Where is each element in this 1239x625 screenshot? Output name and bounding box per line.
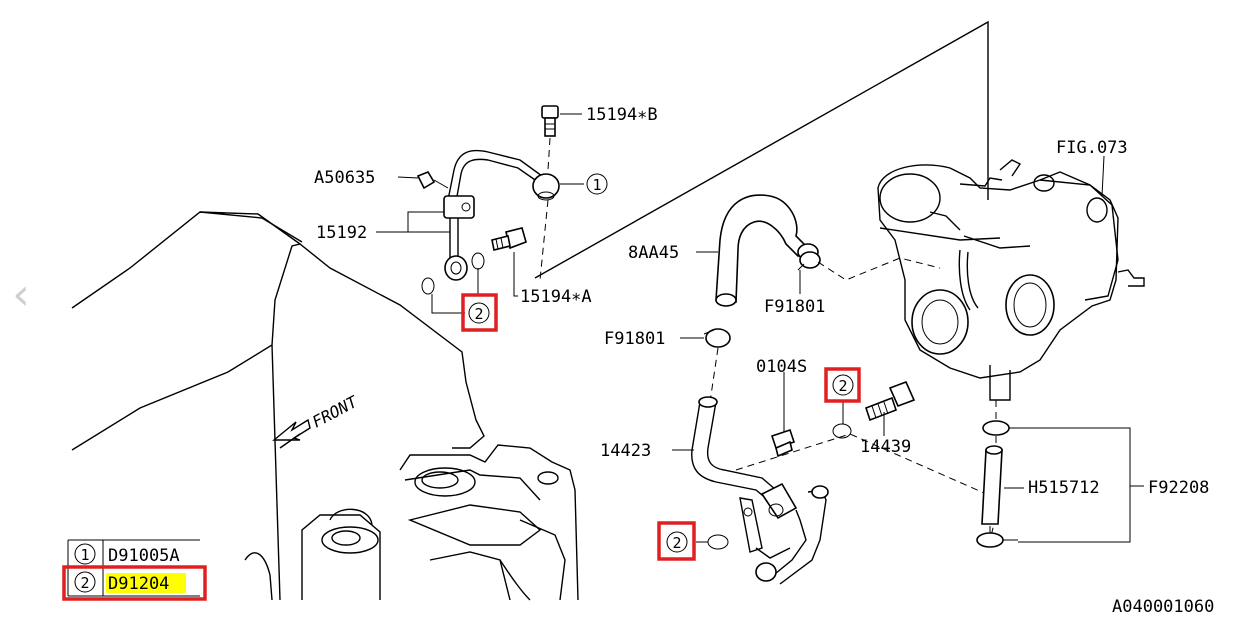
gasket-ring-center (832, 423, 852, 439)
label-h515712: H515712 (1028, 478, 1100, 498)
bolt-15194a (491, 227, 527, 251)
legend-number: 2 (80, 574, 89, 592)
callout-2-number: 2 (838, 377, 847, 395)
label-15192: 15192 (316, 223, 367, 243)
label-14439: 14439 (860, 437, 911, 457)
label-f92208: F92208 (1148, 478, 1209, 498)
clamp-f91801-lower (703, 328, 731, 348)
gasket-ring-lower (707, 534, 729, 550)
legend-code: D91204 (108, 574, 169, 594)
gasket-ring-left (421, 277, 435, 295)
banjo-fitting-top (532, 173, 560, 201)
front-arrow-icon (272, 418, 311, 449)
label-15194a: 15194∗A (520, 287, 592, 307)
legend-code: D91005A (108, 546, 180, 566)
front-label: FRONT (309, 392, 362, 432)
label-8aa45: 8AA45 (628, 243, 679, 263)
chevron-left-icon: ‹ (12, 269, 30, 320)
callout-1-number: 1 (592, 176, 601, 194)
callout-2-center: 2 (824, 367, 861, 403)
label-f91801-lower: F91801 (604, 329, 665, 349)
bolt-14439 (864, 380, 916, 422)
callout-2-bottom: 2 (657, 521, 696, 561)
small-clamp-a50635 (416, 171, 449, 190)
clamp-upper-f92208 (982, 420, 1024, 436)
callout-2-top-left: 2 (461, 293, 498, 332)
bolt-15194b (541, 105, 559, 137)
callout-2-number: 2 (474, 305, 483, 323)
label-a50635: A50635 (314, 168, 375, 188)
legend-number: 1 (80, 546, 89, 564)
legend-table: 1 D91005A 2 D91204 (62, 539, 207, 601)
label-0104s: 0104S (756, 357, 807, 377)
clamp-lower-f92208 (976, 532, 1018, 548)
legend-row: 1 D91005A (74, 543, 180, 566)
text-highlight (106, 573, 186, 593)
hose-clamp-f91801-upper (797, 251, 821, 271)
oil-return-pipe-14423 (691, 396, 829, 585)
gasket-ring-right (471, 252, 485, 270)
label-fig073: FIG.073 (1056, 138, 1128, 158)
diagram-id: A040001060 (1112, 597, 1214, 617)
callout-1: 1 (586, 173, 608, 195)
oil-feed-pipe-15192 (443, 149, 543, 281)
bolt-0104s (770, 376, 796, 458)
engine-block-outline (71, 211, 579, 601)
hose-8aa45 (715, 194, 819, 307)
label-14423: 14423 (600, 441, 651, 461)
label-15194b: 15194∗B (586, 105, 658, 125)
hose-h515712 (981, 445, 1003, 525)
callout-2-number: 2 (672, 534, 681, 552)
legend-row: 2 D91204 (74, 571, 186, 594)
label-f91801-upper: F91801 (764, 297, 825, 317)
previous-image-button[interactable]: ‹ (4, 268, 38, 322)
turbocharger (877, 159, 1145, 401)
